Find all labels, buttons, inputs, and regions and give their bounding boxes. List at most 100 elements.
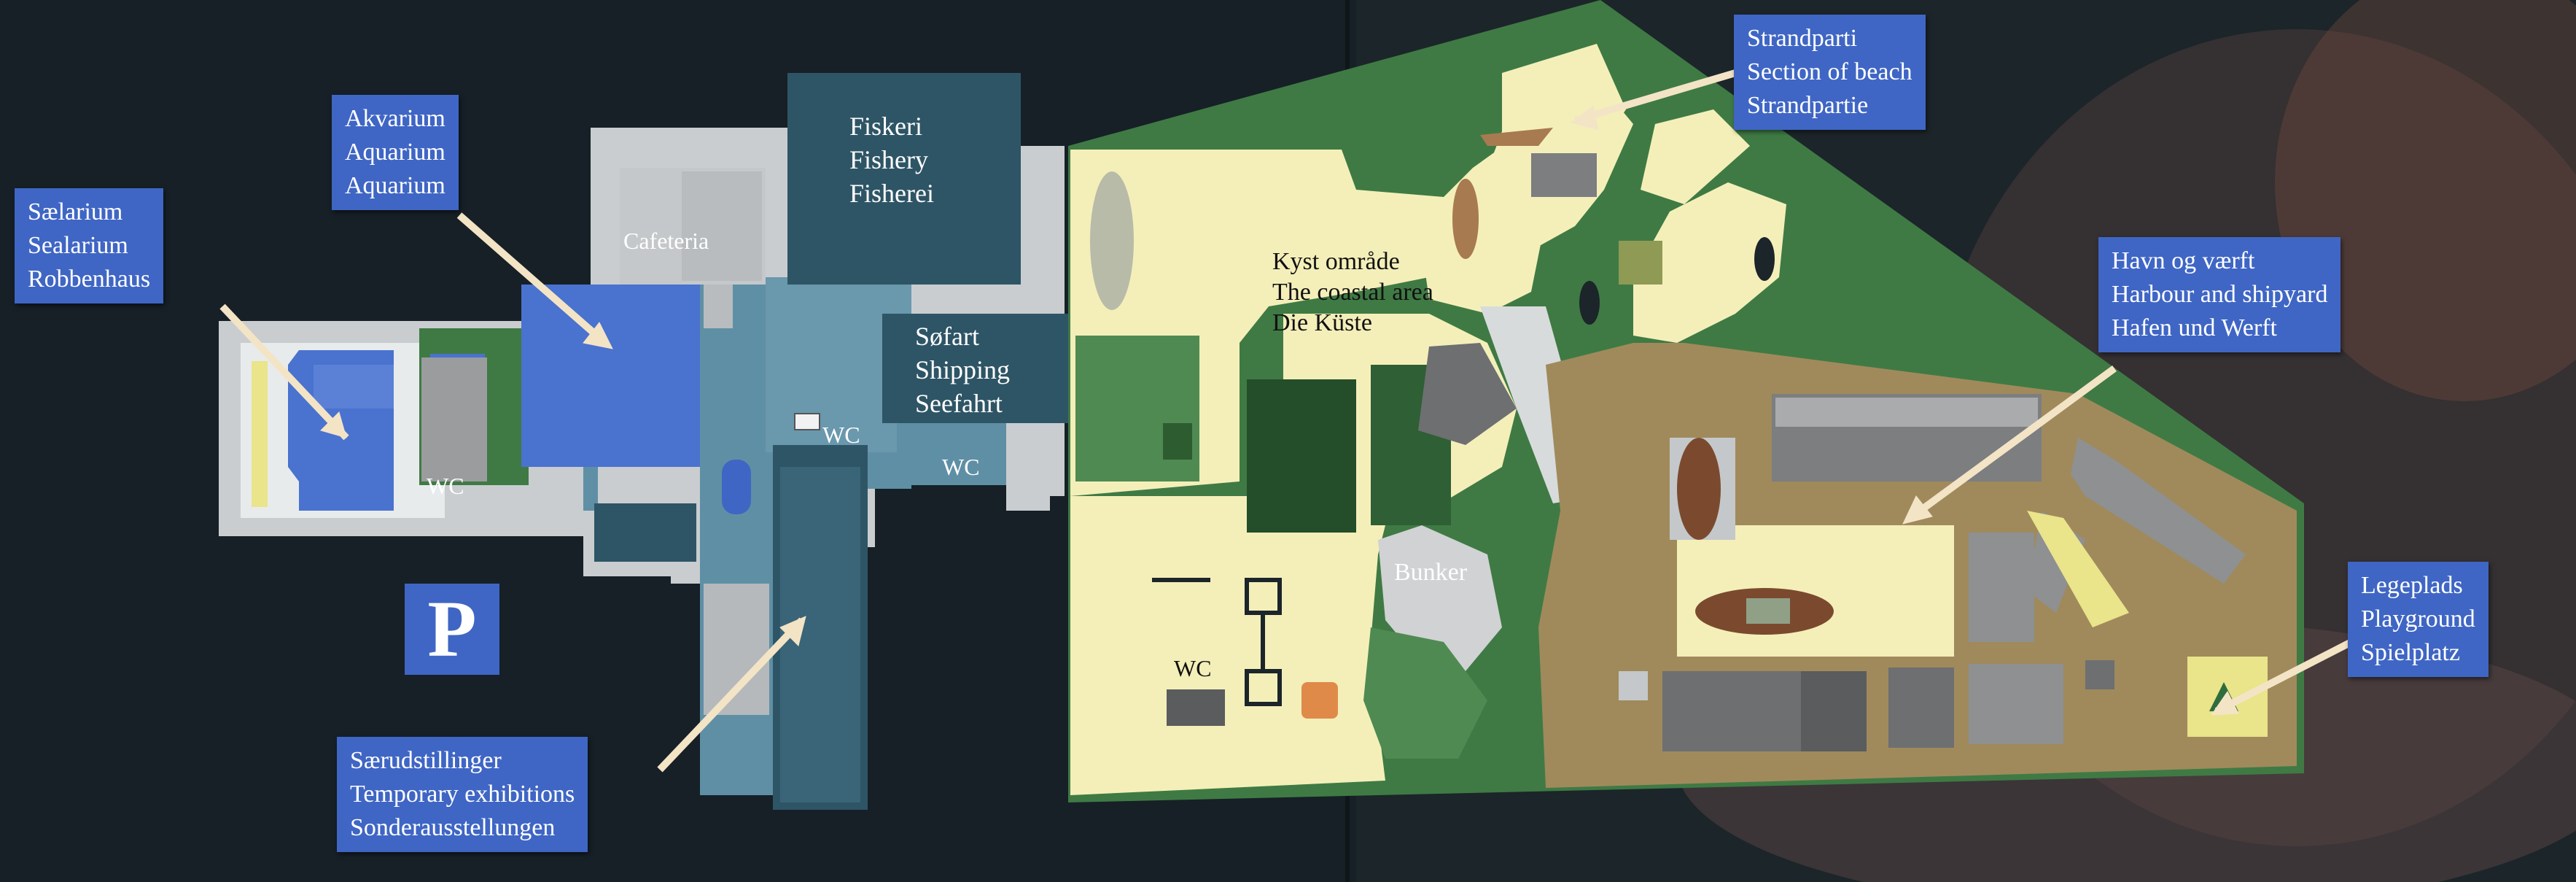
- bunker-slope: [1378, 525, 1502, 671]
- fishery-hall: [787, 73, 1021, 285]
- outdoor-area: [1068, 0, 2304, 802]
- warehouse: [1662, 671, 1801, 751]
- map-text-line: Fishery: [849, 145, 928, 174]
- wc-symbol: [794, 413, 820, 430]
- label-line: Sealarium: [28, 232, 128, 259]
- museum-building: [219, 73, 1068, 810]
- label-saelarium: Sælarium Sealarium Robbenhaus: [15, 188, 164, 303]
- label-line: Harbour and shipyard: [2112, 281, 2328, 308]
- boat-shed: [2071, 438, 2246, 584]
- arrow-legeplads: [2214, 638, 2354, 715]
- harbour-quay: [1677, 525, 1954, 657]
- shipping-annex: [897, 423, 1006, 485]
- boat-icon: [1579, 281, 1600, 325]
- label-line: Hafen und Werft: [2112, 314, 2277, 341]
- label-akvarium: Akvarium Aquarium Aquarium: [332, 95, 459, 210]
- arrow-strandparti: [1573, 69, 1737, 124]
- fishery-label: Fiskeri Fishery Fisherei: [849, 109, 934, 210]
- dark-grove: [1247, 379, 1356, 533]
- label-line: Strandpartie: [1747, 92, 1869, 119]
- beach-sand-ne: [1633, 182, 1786, 343]
- parking-sign-icon: P: [405, 584, 499, 675]
- label-line: Legeplads: [2361, 572, 2463, 599]
- wc-label: WC: [1174, 655, 1212, 681]
- courtyard-grey-block: [421, 357, 487, 481]
- boat-icon: [1754, 237, 1775, 281]
- boat-icon: [1452, 179, 1479, 259]
- shipping-hall: [882, 314, 1068, 423]
- aquarium-hall: [521, 285, 700, 467]
- arrow-akvarium: [456, 212, 608, 346]
- map-text-line: Kyst område: [1272, 248, 1400, 275]
- label-legeplads: Legeplads Playground Spielplatz: [2348, 562, 2489, 677]
- arrow-head: [1902, 495, 1933, 525]
- map-text-line: Die Küste: [1272, 309, 1372, 336]
- label-line: Section of beach: [1747, 58, 1912, 85]
- map-text-line: Fisherei: [849, 179, 934, 208]
- label-line: Strandparti: [1747, 25, 1858, 52]
- label-line: Særudstillinger: [350, 747, 502, 774]
- wc-icon: [1167, 689, 1225, 726]
- arrow-head: [779, 616, 806, 646]
- bunker-grass: [1363, 627, 1487, 759]
- stairs: [704, 285, 733, 328]
- map-text-line: Søfart: [915, 322, 979, 351]
- shipyard-shed-roof: [1775, 398, 2038, 427]
- wc-label: WC: [427, 473, 464, 499]
- warehouse: [1801, 671, 1867, 751]
- wc-label: WC: [942, 454, 980, 480]
- label-line: Playground: [2361, 606, 2475, 633]
- sealarium-beach-strip: [252, 361, 268, 507]
- cafeteria-label: Cafeteria: [623, 228, 709, 254]
- warehouse-small: [1619, 671, 1648, 700]
- bush: [1163, 423, 1192, 460]
- label-havn: Havn og værft Harbour and shipyard Hafen…: [2098, 237, 2341, 352]
- beach-sand-south: [1070, 496, 1393, 795]
- label-line: Aquarium: [345, 139, 445, 166]
- boat-icon: [1090, 171, 1134, 310]
- label-line: Sonderausstellungen: [350, 814, 556, 841]
- boat-icon: [1677, 438, 1721, 540]
- arrow-saelarium: [219, 303, 349, 441]
- fishing-hut: [1531, 153, 1597, 197]
- bunker-label: Bunker: [1394, 559, 1468, 586]
- map-text-line: Fiskeri: [849, 112, 923, 141]
- cafeteria-floor: [682, 171, 762, 281]
- label-strandparti: Strandparti Section of beach Strandparti…: [1734, 15, 1926, 130]
- wc-label: WC: [822, 422, 860, 448]
- label-line: Aquarium: [345, 172, 445, 199]
- label-line: Sælarium: [28, 198, 123, 225]
- beach-boat-icon: [1480, 128, 1553, 146]
- lower-block: [594, 503, 696, 562]
- arrow-havn: [1908, 365, 2117, 522]
- warehouse-small: [2085, 660, 2114, 689]
- ship-deck: [1746, 598, 1790, 624]
- label-line: Havn og værft: [2112, 247, 2255, 274]
- sealarium-inner: [314, 365, 394, 409]
- label-line: Akvarium: [345, 105, 445, 132]
- coastal-area-label: Kyst område The coastal area Die Küste: [1272, 247, 1433, 339]
- orange-marker: [1301, 682, 1338, 719]
- beach-sand-strip: [1641, 109, 1750, 204]
- coastal-hut: [1418, 343, 1517, 445]
- arch-window: [722, 460, 751, 514]
- warehouse: [1969, 664, 2063, 744]
- label-line: Robbenhaus: [28, 266, 151, 293]
- fishing-hut: [1619, 241, 1662, 285]
- arrow-head: [583, 322, 613, 349]
- background-anemone-shading: [2275, 0, 2576, 401]
- shipping-label: Søfart Shipping Seefahrt: [915, 320, 1010, 420]
- map-text-line: Shipping: [915, 355, 1011, 384]
- label-line: Temporary exhibitions: [350, 781, 575, 808]
- pointer-arrows: [219, 69, 2354, 773]
- lower-block-stairs: [704, 584, 769, 715]
- ramp: [2027, 511, 2129, 627]
- map-text-line: The coastal area: [1272, 279, 1433, 306]
- arrow-saerudstillinger: [657, 617, 805, 773]
- label-saerudstillinger: Særudstillinger Temporary exhibitions So…: [337, 737, 588, 852]
- arrow-head: [320, 411, 347, 438]
- warehouse: [1969, 533, 2034, 642]
- warehouse: [1888, 668, 1954, 748]
- label-line: Spielplatz: [2361, 639, 2460, 666]
